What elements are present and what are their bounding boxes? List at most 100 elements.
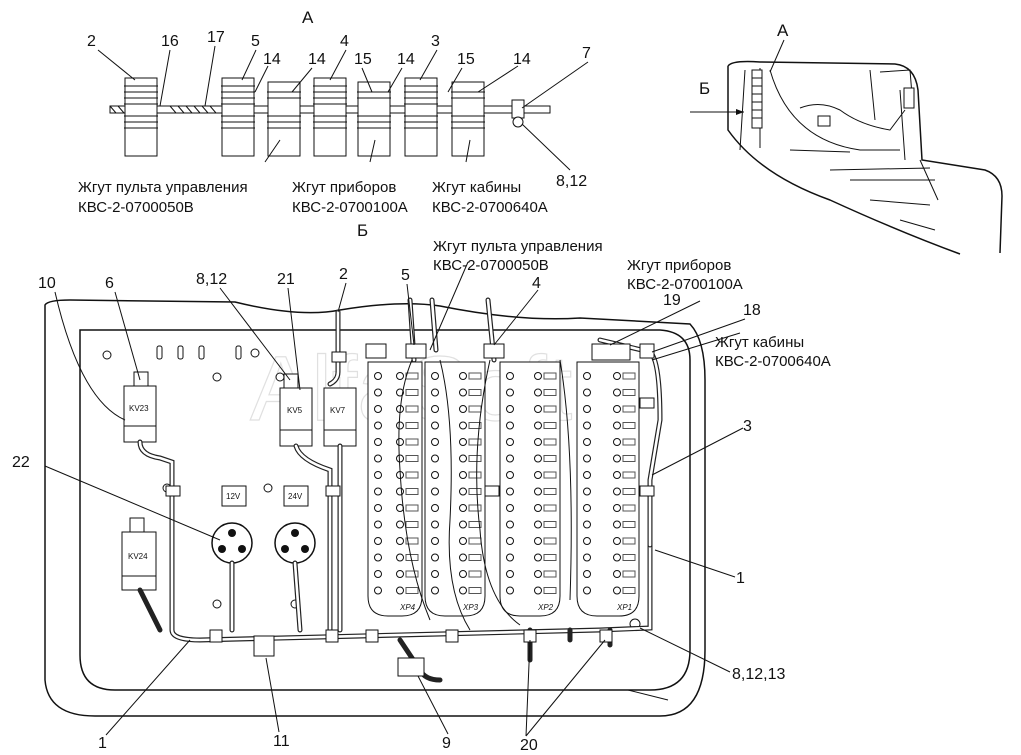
caption-b-instrument-harness: Жгут приборов [627,257,731,274]
terminal-screw [534,504,542,512]
callout-3: 3 [743,418,752,435]
detail-b-title: Б [357,221,368,240]
terminal-screw [396,553,404,562]
terminal-screw [396,487,404,496]
terminal-screw [613,553,621,562]
terminal-screw [534,438,542,446]
callout-5: 5 [251,33,260,50]
wire-marker [543,504,557,512]
terminal-screw [583,438,591,446]
detail-a: А [78,8,591,216]
terminal-screw [374,372,382,380]
connector-bundle-4 [313,77,347,157]
terminal-screw [613,454,621,463]
terminal-block-label: XP2 [537,603,554,612]
caption-b-instrument-code: КВС-2-0700100А [627,276,743,293]
wire-marker [468,405,482,413]
terminal-screw [459,438,467,446]
terminal-screw [583,504,591,512]
connector-bundle-5 [221,77,255,157]
connector-4 [483,343,505,359]
callout-10: 10 [38,275,56,292]
callout-14: 14 [397,51,415,68]
terminal-screw [396,586,404,595]
terminal-screw [534,454,542,463]
wire-marker [468,389,482,396]
relay-kv7: KV7 [323,387,357,447]
callout-1: 1 [736,570,745,587]
wire-marker [543,438,557,446]
caption-control-panel-harness: Жгут пульта управления [78,179,248,196]
wire-marker [622,587,636,594]
terminal-screw [506,586,514,595]
terminal-screw [534,388,542,397]
wire-marker [468,438,482,446]
wire-marker [468,521,482,528]
terminal-screw [459,520,467,529]
terminal-screw [534,586,542,595]
terminal-screw [613,487,621,496]
wire-marker [405,554,419,561]
wire-marker [405,570,419,578]
terminal-screw [583,471,591,479]
terminal-screw [506,471,514,479]
callout-4: 4 [340,33,349,50]
terminal-screw [583,487,591,496]
terminal-screw [431,537,439,545]
terminal-screw [374,438,382,446]
terminal-screw [506,520,514,529]
terminal-screw [613,438,621,446]
terminal-screw [459,454,467,463]
wire-marker [405,455,419,462]
callout-2: 2 [339,266,348,283]
connector-2 [365,343,387,359]
terminal-screw [374,537,382,545]
terminal-screw [613,537,621,545]
callout-20: 20 [520,737,538,754]
svg-text:KV7: KV7 [330,406,346,415]
terminal-screw [506,388,514,397]
terminal-screw [613,421,621,430]
terminal-screw [583,388,591,397]
callout-16: 16 [161,33,179,50]
terminal-screw [613,570,621,578]
wire-marker [405,488,419,495]
locator-connector-stack [751,69,763,129]
connector-18 [639,343,655,359]
callout-4: 4 [532,275,541,292]
callout-14: 14 [263,51,281,68]
terminal-screw [431,504,439,512]
wire-marker [405,389,419,396]
terminal-block-label: XP3 [462,603,479,612]
terminal-screw [506,421,514,430]
terminal-screw [613,504,621,512]
wire-marker [468,455,482,462]
terminal-screw [374,421,382,430]
locator-fuse [903,87,915,109]
wire-marker [622,554,636,561]
terminal-screw [396,388,404,397]
wire-marker [622,504,636,512]
callout-22: 22 [12,454,30,471]
callout-15: 15 [354,51,372,68]
terminal-screw [459,586,467,595]
callout-14: 14 [513,51,531,68]
terminal-screw [506,372,514,380]
wire-marker [405,438,419,446]
wire-marker [468,570,482,578]
wire-marker [543,471,557,479]
terminal-screw [374,454,382,463]
leader-lines-b [44,261,746,737]
wire-marker [543,455,557,462]
terminal-screw [459,487,467,496]
terminal-screw [459,421,467,430]
detail-a-title: А [302,8,314,27]
terminal-screw [459,537,467,545]
wire-marker [622,455,636,462]
terminal-screw [396,421,404,430]
terminal-block-label: XP1 [616,603,632,612]
terminal-screw [583,454,591,463]
terminal-screw [374,388,382,397]
locator-view: А Б [690,21,1003,255]
label-12v: 12V [226,492,241,501]
